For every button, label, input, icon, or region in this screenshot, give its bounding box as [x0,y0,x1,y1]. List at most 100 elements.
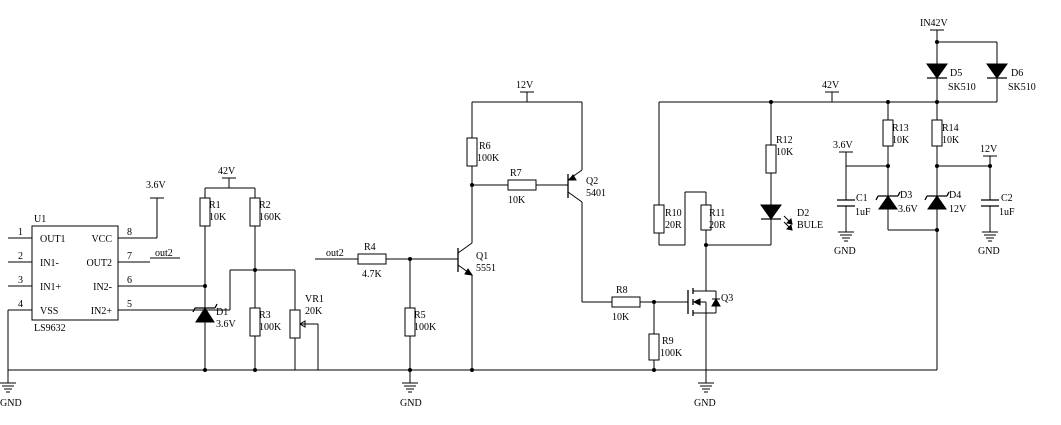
u1-pin3-number: 3 [18,275,23,286]
junction [886,164,890,168]
q2-ref: Q2 [586,176,598,187]
d3-ref: D3 [900,190,912,201]
diodes-d5-d6 [926,29,1008,120]
rail-3v6-u1: 3.6V [146,180,167,191]
ground-symbol-3 [698,370,714,393]
u1-pin6-number: 6 [127,275,132,286]
d6-value: SK510 [1008,82,1036,93]
ground-symbol-1 [0,370,16,393]
r9-value: 100K [660,348,683,359]
r12-value: 10K [776,147,794,158]
u1-chip: U1 LS9632 1 2 3 4 OUT1 IN1- IN1+ VSS 8 7… [8,214,150,334]
r3-value: 100K [259,322,282,333]
junction [935,100,939,104]
u1-pin6-name: IN2- [93,282,112,293]
r7-ref: R7 [510,168,522,179]
u1-pin4-name: VSS [40,306,58,317]
left-42v-rail [205,177,255,189]
junction [935,228,939,232]
r8-value: 10K [612,312,630,323]
rail-12v-c2: 12V [980,144,998,155]
d2-ref: D2 [797,208,809,219]
r13-value: 10K [892,135,910,146]
resistor-r8 [611,296,641,308]
d1-value: 3.6V [216,319,237,330]
rail-in42v: IN42V [920,18,949,29]
resistor-r6 [466,137,478,167]
r13-ref: R13 [892,123,909,134]
u1-pin1-number: 1 [18,227,23,238]
q1-ref: Q1 [476,251,488,262]
r4-ref: R4 [364,242,376,253]
u1-wiring [7,197,255,370]
r7-value: 10K [508,195,526,206]
u1-pin2-name: IN1- [40,258,59,269]
r8-ref: R8 [616,285,628,296]
gnd-label-1: GND [0,398,22,409]
d5-value: SK510 [948,82,976,93]
d6-ref: D6 [1011,68,1023,79]
resistor-r14 [931,119,943,147]
mosfet-q3 [687,230,721,370]
rail-12v-mid: 12V [516,80,534,91]
q2-value: 5401 [586,188,606,199]
r3-ref: R3 [259,310,271,321]
capacitor-c2 [937,155,999,242]
c1-ref: C1 [856,193,868,204]
rail-42v-right: 42V [822,80,840,91]
net-out2-r4: out2 [326,248,344,259]
u1-pin7-number: 7 [127,251,132,262]
capacitor-c1 [837,151,888,242]
zener-d3 [875,191,938,231]
d3-value: 3.6V [898,204,919,215]
junction [988,164,992,168]
d4-value: 12V [949,204,967,215]
r14-ref: R14 [942,123,959,134]
r10-r11-network [653,101,938,246]
d4-ref: D4 [949,190,961,201]
r2-ref: R2 [259,200,271,211]
r11-value: 20R [709,220,726,231]
r10-ref: R10 [665,208,682,219]
r2-value: 160K [259,212,282,223]
u1-pin5-name: IN2+ [91,306,113,317]
gnd-label-2: GND [400,398,422,409]
u1-pin7-name: OUT2 [86,258,112,269]
zener-d4 [924,191,950,370]
r12-ref: R12 [776,135,793,146]
junction [704,243,708,247]
gnd-label-3: GND [694,398,716,409]
u1-pin1-name: OUT1 [40,234,66,245]
u1-part-number: LS9632 [34,323,66,334]
d1-ref: D1 [216,307,228,318]
u1-pin8-name: VCC [91,234,112,245]
r5-ref: R5 [414,310,426,321]
d2-value: BULE [797,220,823,231]
mid-12v-rail [471,91,582,138]
net-out2-pin: out2 [155,248,173,259]
d5-ref: D5 [950,68,962,79]
q1-value: 5551 [476,263,496,274]
junction [935,40,939,44]
r14-value: 10K [942,135,960,146]
r11-ref: R11 [709,208,725,219]
u1-pin5-number: 5 [127,299,132,310]
r1-ref: R1 [209,200,221,211]
vr1-value: 20K [305,306,323,317]
resistor-r12 [765,144,777,174]
u1-pin4-number: 4 [18,299,23,310]
transistor-q1 [457,185,474,370]
ground-symbol-2 [402,370,418,393]
r6-ref: R6 [479,141,491,152]
rail-3v6-c1: 3.6V [833,140,854,151]
resistor-r7 [507,179,537,191]
transistor-q2 [567,102,612,303]
u1-pin3-name: IN1+ [40,282,62,293]
gnd-label-c2: GND [978,246,1000,257]
zener-d1 [192,303,218,370]
r10-value: 20R [665,220,682,231]
c1-value: 1uF [855,207,871,218]
u1-pin8-number: 8 [127,227,132,238]
r1-value: 10K [209,212,227,223]
